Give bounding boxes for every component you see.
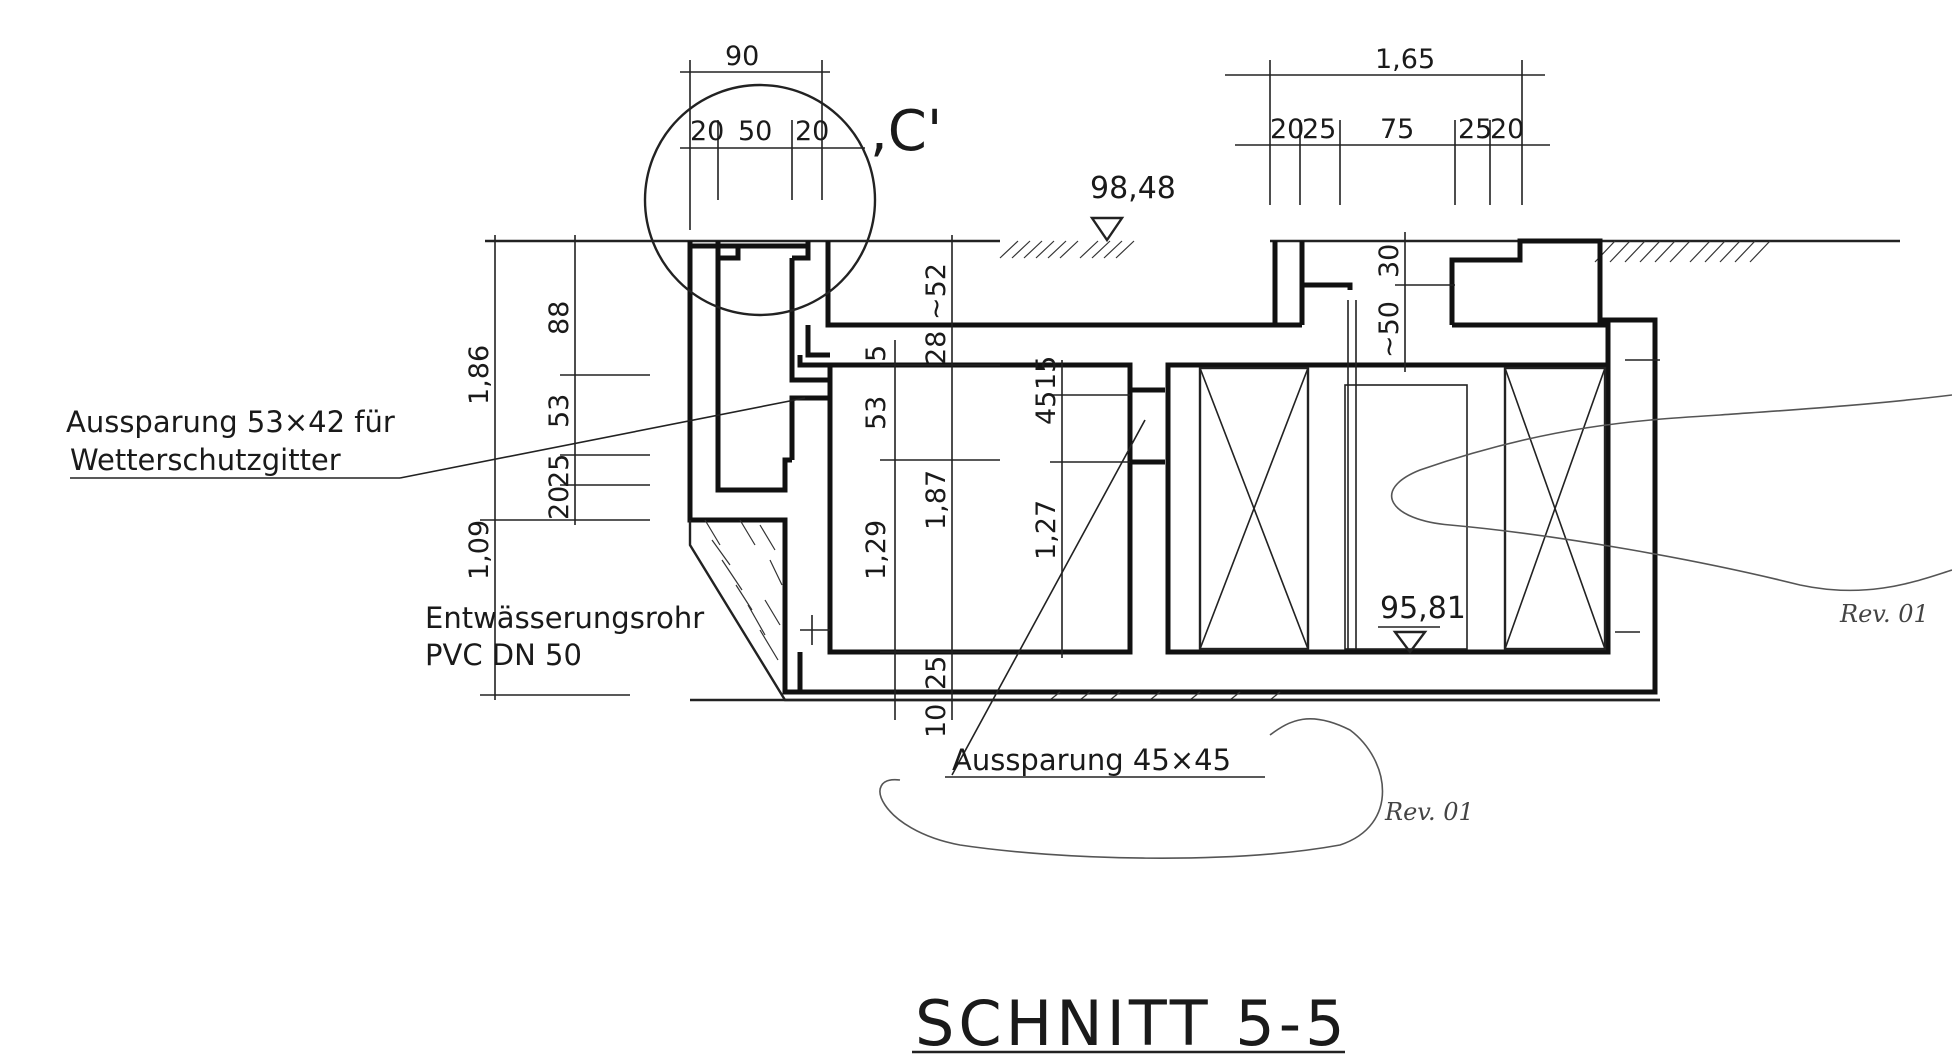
dim-15: 15 (1031, 356, 1062, 390)
structure (687, 238, 1658, 695)
dim-28: 28 (921, 331, 952, 365)
dim-53-left: 53 (544, 394, 575, 428)
dim-20b: 20 (795, 116, 829, 147)
ground-hatch-right (1594, 240, 1771, 263)
dim-top-right (1225, 60, 1550, 205)
label-opening-45: Aussparung 45×45 (952, 743, 1231, 777)
dim-r75: 75 (1380, 114, 1414, 145)
dim-50: 50 (738, 116, 772, 147)
label-grille-line2: Wetterschutzgitter (70, 443, 341, 477)
dim-r25b: 25 (1458, 114, 1492, 145)
revision-bottom: Rev. 01 (1384, 798, 1474, 826)
dim-r20a: 20 (1270, 114, 1304, 145)
drain-gravel (688, 519, 1660, 702)
elevation-bottom-marker (1378, 626, 1440, 654)
dim-1-09: 1,09 (464, 520, 495, 580)
dim-10: 10 (921, 704, 952, 738)
elevation-top: 98,48 (1090, 171, 1176, 206)
label-drain-line1: Entwässerungsrohr (425, 601, 704, 635)
dim-1-86: 1,86 (464, 345, 495, 405)
revision-right: Rev. 01 (1839, 600, 1929, 628)
ground-line (485, 239, 1900, 263)
dim-r25a: 25 (1302, 114, 1336, 145)
dim-1-29: 1,29 (861, 520, 892, 580)
dim-52: ~52 (921, 263, 952, 320)
detail-circle (643, 83, 877, 317)
dim-20-left: 20 (544, 486, 575, 520)
dim-left (480, 235, 650, 700)
dim-1-27: 1,27 (1031, 500, 1062, 560)
label-drain-line2: PVC DN 50 (425, 638, 582, 672)
dim-middle (880, 235, 1000, 720)
dim-53-mid: 53 (861, 396, 892, 430)
label-grille-line1: Aussparung 53×42 für (66, 405, 395, 439)
detail-mark: ,C' (870, 99, 942, 164)
dim-5: 5 (861, 345, 892, 362)
elevation-bottom: 95,81 (1380, 591, 1466, 626)
leader-opening-45 (951, 419, 1146, 776)
dim-90: 90 (725, 41, 759, 72)
leader-grille (399, 397, 806, 479)
ground-hatch-left (999, 240, 1135, 259)
elevation-top-marker (1089, 216, 1125, 243)
dim-30: 30 (1374, 244, 1405, 278)
dim-top-left (680, 60, 865, 230)
dim-88: 88 (544, 301, 575, 335)
filter-panels (1198, 300, 1607, 651)
dim-r20b: 20 (1490, 114, 1524, 145)
dim-25-mid: 25 (921, 656, 952, 690)
dim-1-87: 1,87 (921, 470, 952, 530)
dim-right-hatch (1395, 232, 1455, 372)
revision-cloud-right (1390, 394, 1952, 592)
dim-50-hatch: ~50 (1374, 301, 1405, 358)
revision-cloud-bottom (879, 718, 1384, 859)
dim-1-65: 1,65 (1375, 44, 1435, 75)
dim-20a: 20 (690, 116, 724, 147)
dim-25-left: 25 (544, 454, 575, 488)
drawing-title: SCHNITT 5-5 (915, 987, 1349, 1057)
dim-right-room (1050, 360, 1130, 658)
dim-45: 45 (1031, 391, 1062, 425)
